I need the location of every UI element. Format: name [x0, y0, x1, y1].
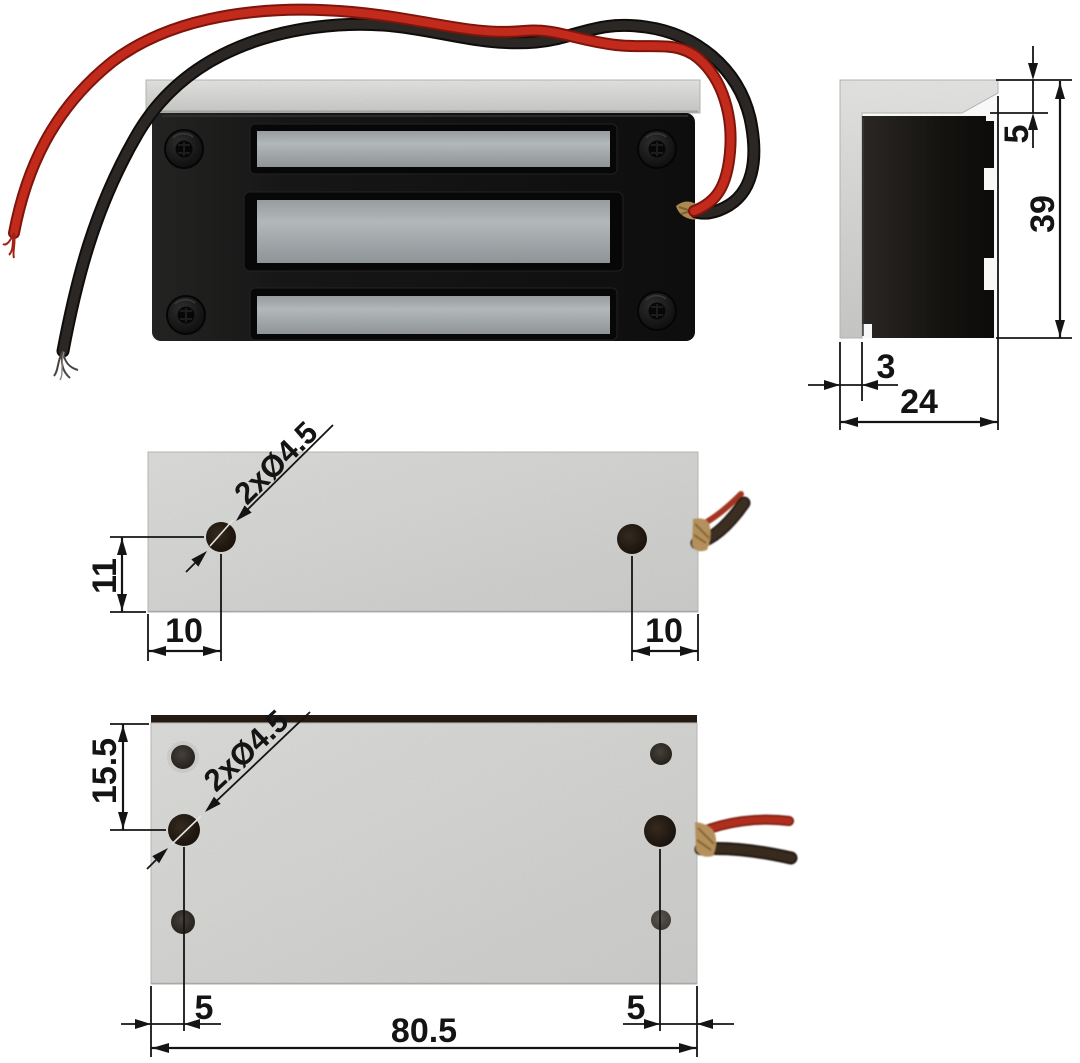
dim-label-5-right: 5: [627, 989, 646, 1027]
side-view: 5 39 3 24: [808, 46, 1072, 430]
bottom-screw-top-left: [171, 745, 195, 769]
dim-label-80-5: 80.5: [391, 1012, 457, 1050]
dim-label-24: 24: [900, 383, 938, 421]
bottom-wire-stub: [694, 814, 798, 865]
bottom-screw-bottom-left: [171, 910, 195, 934]
front-magnet-strips: [243, 123, 624, 341]
dim-label-39: 39: [1024, 195, 1062, 233]
bottom-hole-left: [168, 814, 200, 846]
front-screw-bottom-right: [637, 291, 677, 331]
front-plate-texture: [146, 80, 700, 113]
dim-label-3: 3: [877, 348, 896, 386]
bottom-screw-bottom-right: [651, 910, 671, 930]
side-lock-body: [862, 116, 994, 338]
bottom-screw-top-right: [650, 743, 672, 765]
dim-hole-left-10: 10: [147, 554, 222, 661]
dim-total-width-80-5: 80.5: [151, 1012, 697, 1053]
dim-label-10-left: 10: [165, 612, 203, 650]
bottom-view: 2xØ4.5 15.5 5 5: [86, 703, 798, 1057]
top-wire-stub: [690, 491, 751, 552]
top-hole-left: [206, 522, 236, 552]
bottom-body-edge: [151, 715, 697, 725]
dim-label-11: 11: [86, 558, 124, 594]
dim-plate-thickness-5: 5: [990, 46, 1072, 148]
red-wire: [2, 3, 737, 259]
front-screw-top-right: [637, 129, 677, 169]
dim-hole-from-bottom-11: 11: [86, 536, 204, 613]
red-wire-frayed-tip: [2, 232, 16, 259]
dim-label-15-5: 15.5: [86, 738, 124, 804]
black-wire: [53, 17, 761, 381]
top-hole-right: [617, 524, 647, 554]
dim-hole-left-5: 5: [121, 847, 221, 1057]
dim-body-offset-3: 3: [808, 342, 898, 430]
dim-hole-right-5: 5: [623, 849, 734, 1057]
bottom-hole-right: [644, 815, 676, 847]
top-view: 2xØ4.5 11 10 10: [86, 415, 751, 661]
dim-label-5-side: 5: [998, 125, 1036, 144]
dim-depth-24: 24: [840, 96, 999, 430]
dim-height-39: 39: [996, 81, 1072, 339]
dim-hole-from-top-15-5: 15.5: [86, 723, 166, 831]
front-view: [2, 3, 761, 381]
dim-label-10-right: 10: [645, 612, 683, 650]
dim-hole-right-10: 10: [631, 556, 699, 661]
top-plate-texture: [148, 452, 698, 612]
bottom-plate-texture: [151, 723, 697, 984]
front-screw-bottom-left: [166, 295, 206, 335]
front-screw-top-left: [164, 129, 204, 169]
side-plate-texture: [840, 80, 998, 338]
dim-label-5-left: 5: [195, 989, 214, 1027]
